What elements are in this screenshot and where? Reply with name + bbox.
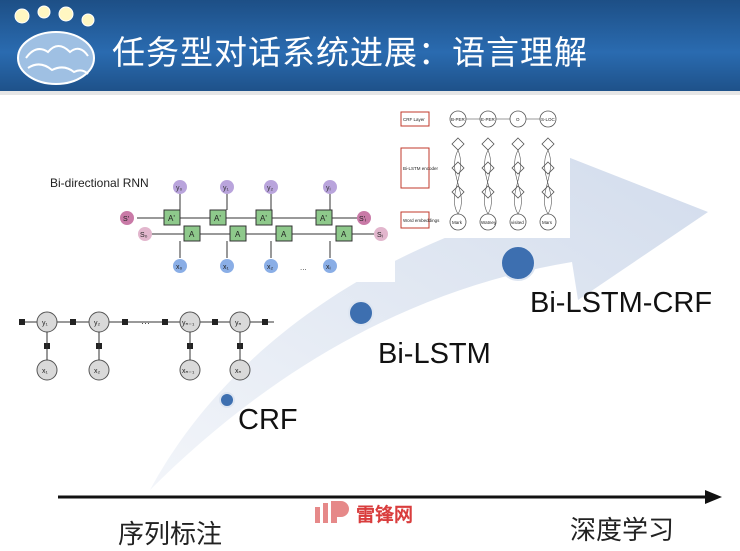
word-label: Watney bbox=[481, 220, 497, 225]
rnn-state-right: S'ᵢ bbox=[359, 216, 366, 223]
bilstm-crf-figure: CRF Layer Bi-LSTM encoder Word embedding… bbox=[398, 104, 570, 238]
rnn-state-left: S' bbox=[123, 216, 129, 223]
svg-text:A: A bbox=[235, 230, 241, 239]
rnn-figure-title: Bi-directional RNN bbox=[50, 176, 149, 190]
svg-text:x₁: x₁ bbox=[223, 264, 230, 271]
stage-dot-crf bbox=[219, 392, 235, 408]
brain-icon bbox=[14, 5, 95, 85]
word-label: Mark bbox=[452, 220, 463, 225]
crf-y-label: yₙ₋₁ bbox=[182, 320, 195, 327]
side-label: Bi-LSTM encoder bbox=[403, 166, 439, 171]
svg-text:x₂: x₂ bbox=[267, 264, 274, 271]
page-title: 任务型对话系统进展：语言理解 bbox=[112, 33, 588, 72]
slide-header: 任务型对话系统进展：语言理解 bbox=[0, 0, 740, 95]
tag-label: B-PER bbox=[451, 117, 466, 122]
crf-x-label: x₁ bbox=[42, 368, 49, 375]
side-label: CRF Layer bbox=[403, 117, 425, 122]
crf-x-label: x₂ bbox=[94, 368, 101, 375]
svg-text:x₀: x₀ bbox=[176, 264, 183, 271]
rnn-cells: A' A' A' A' A A A A bbox=[137, 194, 377, 258]
rnn-y-label: yᵢ bbox=[326, 185, 331, 192]
header-divider bbox=[0, 91, 740, 95]
axis-label-right: 深度学习 bbox=[570, 516, 675, 546]
crf-x-label: xₙ₋₁ bbox=[182, 368, 195, 375]
stage-label-crf: CRF bbox=[238, 404, 298, 436]
crf-y-label: yₙ bbox=[235, 320, 242, 327]
watermark-text: 雷锋网 bbox=[356, 504, 414, 526]
rnn-state-end: Sᵢ bbox=[377, 232, 383, 239]
rnn-ellipsis: ... bbox=[300, 263, 307, 272]
axis-label-left: 序列标注 bbox=[118, 520, 223, 550]
side-label: Word embeddings bbox=[403, 218, 440, 223]
svg-text:A': A' bbox=[320, 214, 327, 223]
crf-y-label: y₂ bbox=[94, 320, 101, 327]
svg-text:xᵢ: xᵢ bbox=[326, 264, 331, 271]
watermark-logo-icon bbox=[315, 501, 349, 523]
axis-arrowhead bbox=[705, 490, 722, 504]
svg-text:A': A' bbox=[168, 214, 175, 223]
crf-x-label: xₙ bbox=[235, 368, 242, 375]
stage-label-bilstm-crf: Bi-LSTM-CRF bbox=[530, 287, 713, 319]
stage-dot-bilstm-crf bbox=[500, 245, 536, 281]
crf-y-label: y₁ bbox=[42, 320, 49, 327]
rnn-x-nodes: x₀ x₁ x₂ xᵢ ... bbox=[173, 259, 337, 273]
svg-text:A: A bbox=[281, 230, 287, 239]
word-label: visited bbox=[511, 220, 524, 225]
rnn-y-nodes: y₀ y₁ y₂ yᵢ bbox=[173, 180, 337, 194]
svg-text:A: A bbox=[341, 230, 347, 239]
svg-text:A': A' bbox=[260, 214, 267, 223]
tag-label: S-LOC bbox=[541, 117, 556, 122]
svg-text:A: A bbox=[189, 230, 195, 239]
rnn-state-start: S₀ bbox=[140, 232, 148, 239]
word-label: Mars bbox=[542, 220, 553, 225]
crf-figure: ··· y₁ y₂ yₙ₋₁ yₙ x₁ x₂ xₙ₋₁ xₙ bbox=[12, 305, 274, 387]
rnn-y-label: y₀ bbox=[176, 185, 183, 192]
svg-text:···: ··· bbox=[141, 318, 150, 328]
stage-label-bilstm: Bi-LSTM bbox=[378, 338, 491, 370]
rnn-y-label: y₁ bbox=[223, 185, 230, 192]
tag-label: O bbox=[516, 117, 520, 122]
rnn-y-label: y₂ bbox=[267, 185, 274, 192]
tag-label: E-PER bbox=[481, 117, 496, 122]
svg-text:A': A' bbox=[214, 214, 221, 223]
stage-dot-bilstm bbox=[348, 300, 374, 326]
rnn-figure: Bi-directional RNN y₀ y₁ y₂ yᵢ A' A' A' … bbox=[42, 170, 395, 282]
